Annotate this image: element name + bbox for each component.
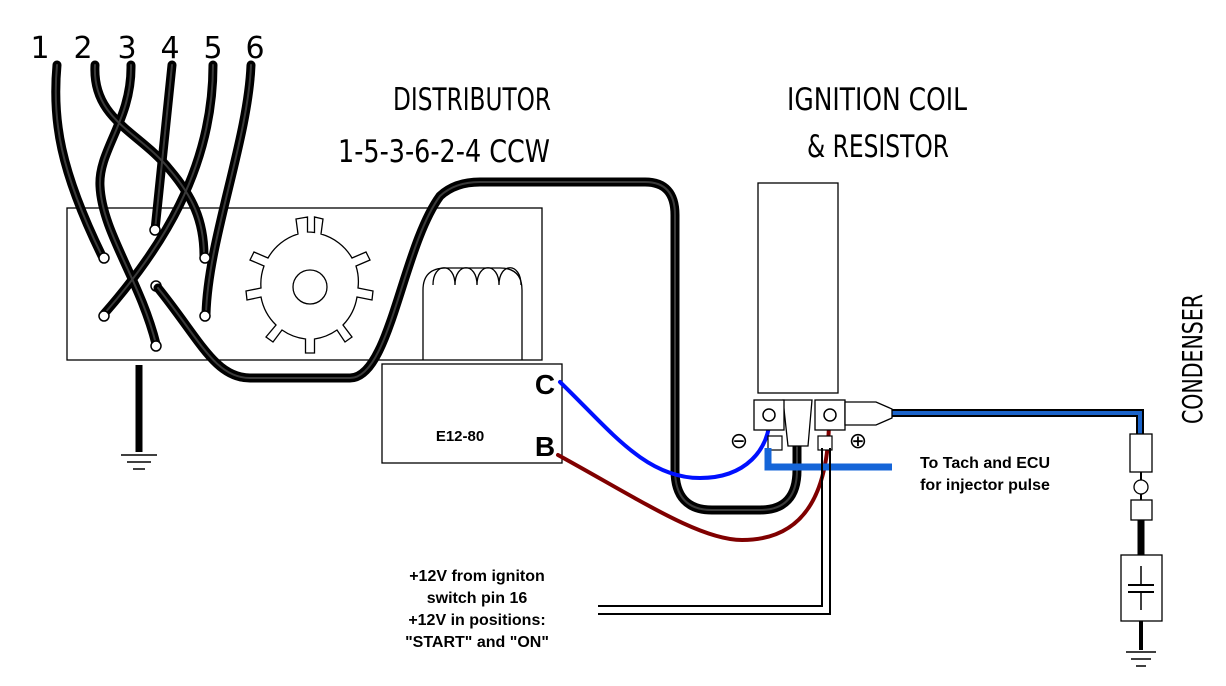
distributor-terminal xyxy=(199,310,211,322)
pickup-coil xyxy=(422,267,523,360)
power-note-line4: "START" and "ON" xyxy=(405,634,549,651)
plug-number-6: 6 xyxy=(245,31,264,66)
coil-hv-wire xyxy=(153,177,802,515)
module-name: E12-80 xyxy=(436,428,484,445)
supply-wire xyxy=(598,448,831,615)
distributor-terminal xyxy=(98,310,110,322)
plug-number-2: 2 xyxy=(73,31,92,66)
plug-number-3: 3 xyxy=(117,31,136,66)
terminal-b-label: B xyxy=(535,431,555,462)
power-note-line2: switch pin 16 xyxy=(427,590,528,607)
module-body xyxy=(381,363,563,464)
distributor-terminal xyxy=(98,252,110,264)
power-note: +12V from igniton switch pin 16 +12V in … xyxy=(405,568,549,651)
tach-wire xyxy=(764,448,892,471)
power-note-line1: +12V from igniton xyxy=(409,568,545,585)
spark-plug-numbers: 1 2 3 4 5 6 xyxy=(30,31,264,66)
distributor-terminal xyxy=(199,252,211,264)
condenser-label: CONDENSER xyxy=(1176,294,1209,424)
coil-minus-symbol: ⊖ xyxy=(730,429,748,454)
coil-terminal-plus xyxy=(823,408,837,422)
distributor-terminal xyxy=(150,340,162,352)
ignition-module: E12-80 C B xyxy=(381,363,563,464)
distributor-terminal xyxy=(149,224,161,236)
distributor-body xyxy=(66,207,543,361)
red-wire xyxy=(556,416,831,543)
distributor-title: DISTRIBUTOR xyxy=(393,82,551,118)
tach-note-line2: for injector pulse xyxy=(920,477,1050,494)
coil-terminal-minus xyxy=(762,408,776,422)
coil-plus-symbol: ⊕ xyxy=(849,429,867,454)
firing-order: 1-5-3-6-2-4 CCW xyxy=(338,134,550,170)
plug-number-1: 1 xyxy=(30,31,49,66)
terminal-c-label: C xyxy=(535,369,555,400)
ignition-coil: ⊖ ⊕ xyxy=(730,182,867,454)
distributor-ground xyxy=(121,365,157,470)
distributor-terminals xyxy=(98,224,211,352)
blue-wire xyxy=(558,380,772,481)
plug-number-4: 4 xyxy=(160,31,179,66)
power-note-line3: +12V in positions: xyxy=(408,612,545,629)
spark-plug-wires xyxy=(51,60,256,349)
coil-tower xyxy=(782,399,813,447)
coil-title-line2: & RESISTOR xyxy=(807,129,949,165)
tach-note: To Tach and ECU for injector pulse xyxy=(920,455,1050,494)
coil-title-line1: IGNITION COIL xyxy=(787,82,968,118)
plug-number-5: 5 xyxy=(203,31,222,66)
ring-terminal xyxy=(844,401,893,426)
reluctor-gear xyxy=(245,216,374,354)
coil-body xyxy=(757,182,839,394)
tach-note-line1: To Tach and ECU xyxy=(920,455,1050,472)
condenser-wire xyxy=(844,401,1144,435)
condenser xyxy=(1120,433,1163,667)
